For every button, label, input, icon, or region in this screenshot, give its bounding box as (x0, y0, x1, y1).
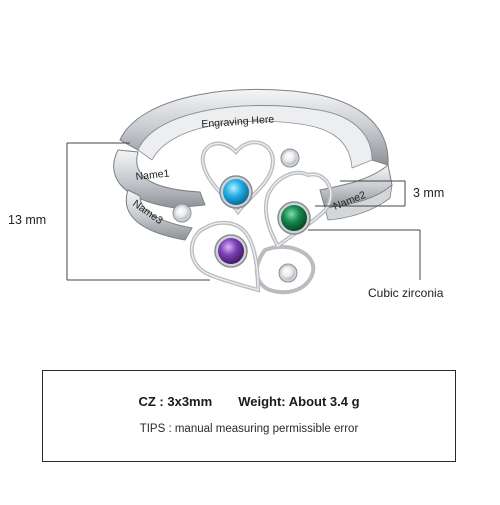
spec-box: CZ : 3x3mm Weight: About 3.4 g TIPS : man… (42, 370, 456, 462)
engraving-text: Engraving Here (201, 113, 275, 130)
weight-spec: Weight: About 3.4 g (238, 394, 360, 409)
cz-stone-bottom (278, 263, 298, 283)
stone-dimension (315, 180, 406, 207)
cubic-zirconia-label: Cubic zirconia (368, 286, 444, 300)
cz-stone-top (280, 148, 300, 168)
spec-line: CZ : 3x3mm Weight: About 3.4 g (43, 394, 455, 409)
stone-size-label: 3 mm (413, 186, 445, 200)
birthstone-purple (214, 234, 248, 268)
birthstone-blue (219, 175, 253, 209)
height-label: 13 mm (8, 213, 47, 227)
cz-stone-left (172, 203, 192, 223)
tips-text: TIPS : manual measuring permissible erro… (139, 423, 359, 435)
engraving-name1: Name1 (135, 167, 170, 182)
ring-shank (113, 88, 393, 241)
height-dimension (66, 142, 210, 281)
birthstone-green (277, 201, 311, 235)
cz-spec: CZ : 3x3mm (138, 394, 213, 409)
cz-callout (308, 229, 421, 280)
heart-filigree-highlight (191, 141, 332, 291)
